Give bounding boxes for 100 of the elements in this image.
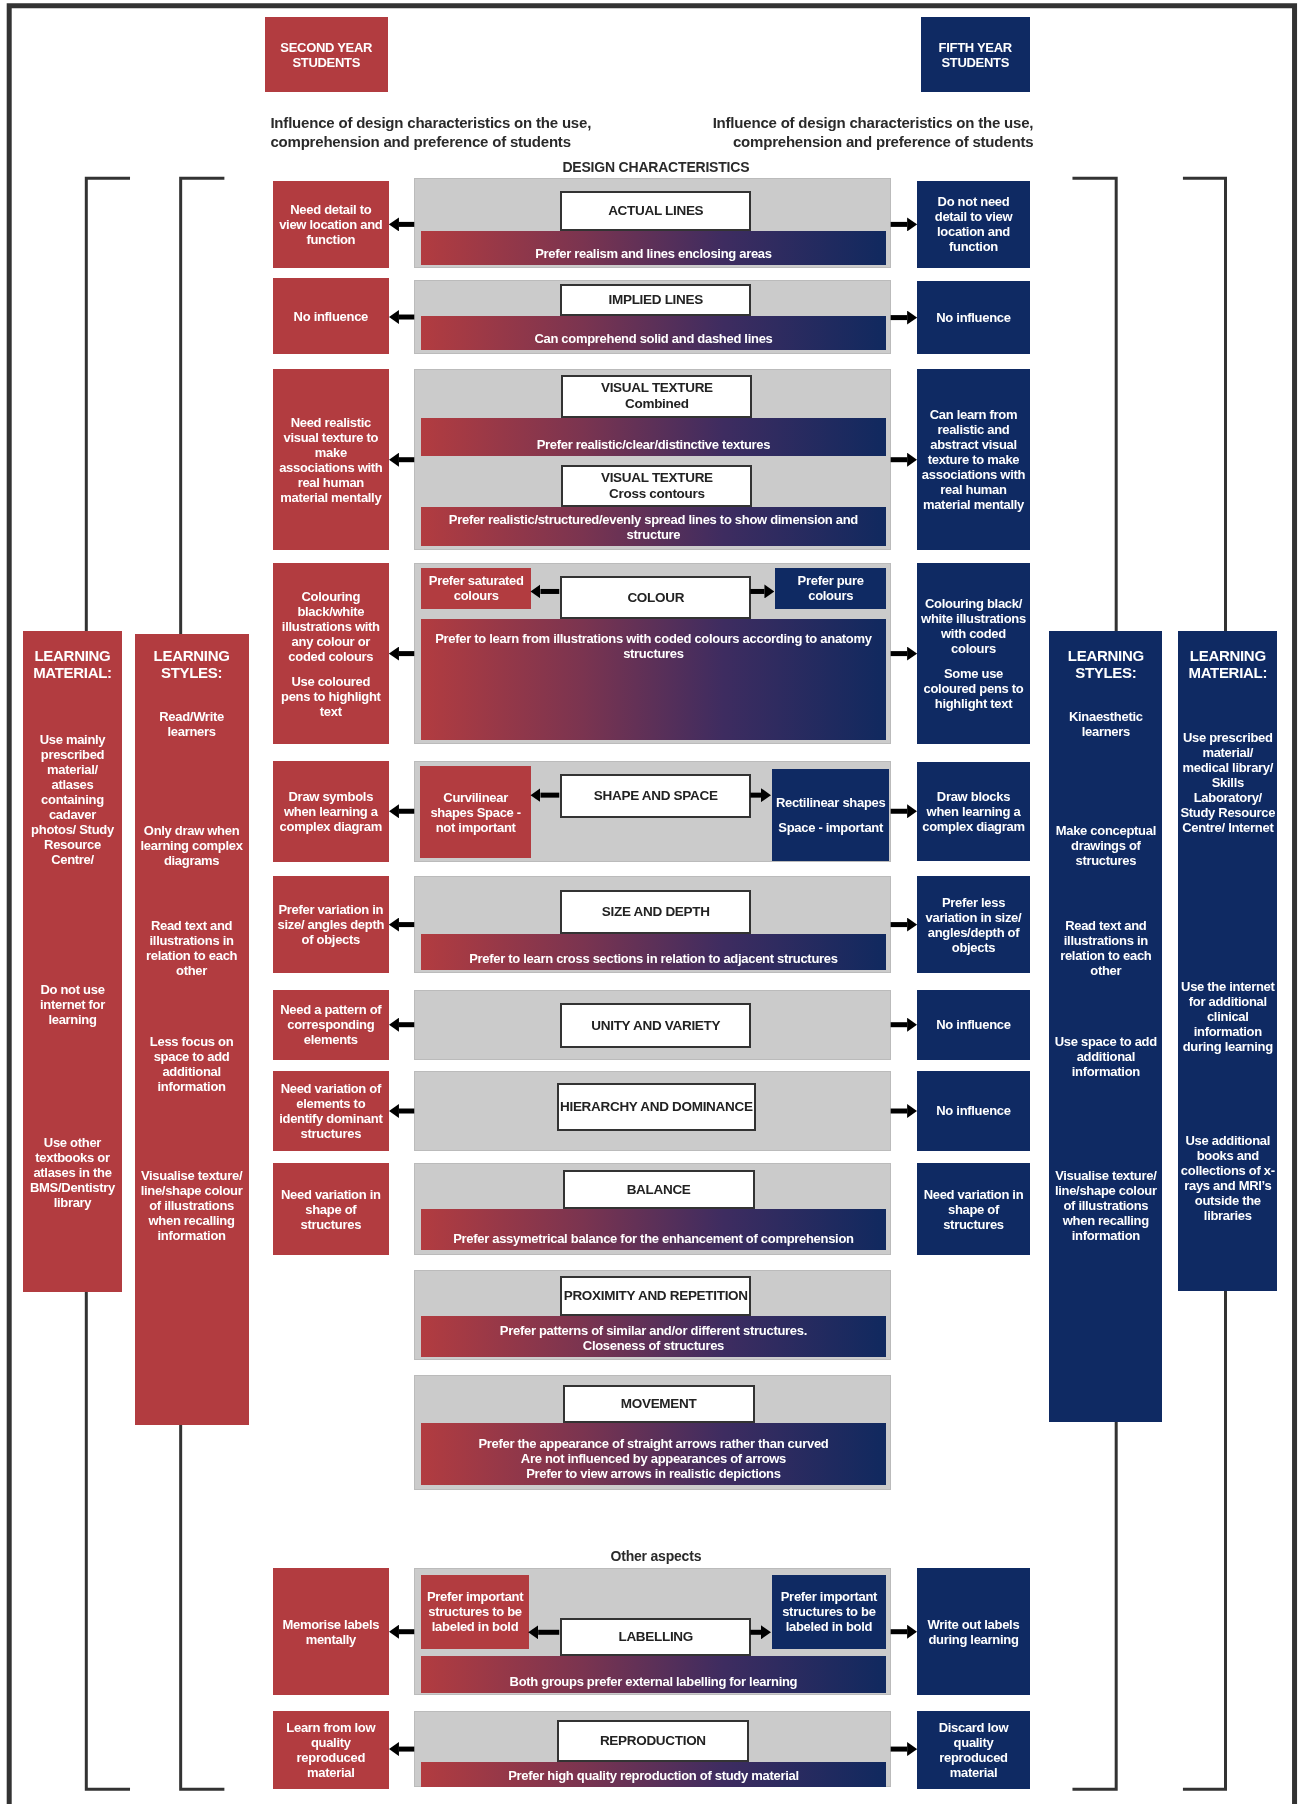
arrow — [890, 1742, 918, 1757]
arrow — [388, 1624, 415, 1639]
box-text: Use coloured pens to highlight text — [280, 673, 382, 719]
characteristic-title — [560, 1275, 752, 1317]
characteristic-title — [560, 1003, 752, 1049]
characteristic-title — [556, 1720, 749, 1762]
influence-box — [917, 180, 1030, 269]
box-text: Combined — [625, 396, 689, 413]
preference-bar — [421, 316, 886, 350]
characteristic-panel — [414, 1711, 891, 1788]
box-heading: LEARNING STYLES: — [152, 646, 231, 681]
box-text: Prefer to view arrows in realistic depictions — [526, 1466, 781, 1482]
characteristic-title — [562, 1170, 755, 1210]
box-heading: BALANCE — [626, 1181, 691, 1198]
box-text: Less focus on space to add additional information — [148, 1034, 235, 1095]
preference-bar — [421, 1655, 886, 1693]
box-heading: HIERARCHY AND DOMINANCE — [560, 1098, 753, 1115]
arrow — [388, 217, 415, 232]
box-heading: SIZE AND DEPTH — [601, 904, 710, 921]
box-text: Use prescribed material/ medical library/ Skills Laboratory/ Study Resource Centre/ Internet — [1180, 729, 1276, 835]
arrow — [890, 1624, 918, 1639]
arrow — [388, 1017, 415, 1032]
preference-bar — [421, 618, 886, 740]
learning-column — [1178, 630, 1278, 1292]
arrow — [530, 584, 560, 599]
arrow — [388, 1104, 415, 1118]
arrow — [530, 788, 560, 803]
influence-box — [917, 280, 1030, 355]
box-text: Closeness of structures — [582, 1337, 725, 1353]
box-heading: COLOUR — [627, 589, 685, 606]
influence-box — [917, 369, 1030, 551]
arrow — [388, 1742, 415, 1757]
arrow — [890, 804, 918, 819]
box-text: Prefer realistic/structured/evenly spread lines to show dimension and structure — [447, 512, 859, 543]
box-heading: MOVEMENT — [620, 1396, 697, 1413]
box-heading: ACTUAL LINES — [608, 203, 704, 219]
influence-box — [917, 1568, 1030, 1695]
box-text: Colouring black/white illustrations with any colour or coded colours — [280, 588, 381, 664]
box-text: Kinaesthetic learners — [1067, 708, 1144, 739]
box-text: Use space to add additional information — [1053, 1034, 1158, 1080]
box-text: Prefer the appearance of straight arrows rather than curved — [478, 1436, 829, 1452]
influence-box — [917, 562, 1030, 745]
box-text: Prefer important structures to be labeled in bold — [425, 1589, 525, 1635]
box-heading: IMPLIED LINES — [608, 292, 703, 309]
box-text: Visualise texture/ line/shape colour of illustrations when recalling information — [1053, 1167, 1158, 1243]
characteristic-panel — [414, 1568, 891, 1695]
influence-box — [771, 768, 890, 861]
box-text: Prefer pure colours — [796, 573, 865, 604]
box-heading: VISUAL TEXTURE — [600, 380, 713, 397]
characteristic-title — [562, 1385, 755, 1424]
box-text: Use additional books and collections of x-rays and MRI’s outside the libraries — [1180, 1133, 1276, 1224]
arrow — [750, 584, 775, 599]
arrow — [388, 452, 415, 467]
box-heading: LEARNING MATERIAL: — [32, 646, 113, 681]
arrow — [388, 310, 415, 324]
influence-box — [272, 1568, 389, 1695]
arrow — [890, 1017, 918, 1032]
influence-box — [272, 180, 389, 269]
influence-box — [917, 761, 1030, 861]
arrow — [750, 788, 771, 803]
influence-box — [264, 17, 388, 93]
box-heading: SHAPE AND SPACE — [593, 788, 718, 805]
characteristic-panel — [414, 1163, 891, 1256]
influence-box — [421, 1575, 530, 1649]
influence-box — [272, 760, 389, 862]
box-text: No influence — [936, 310, 1011, 326]
box-text: Do not need detail to view location and function — [933, 194, 1014, 255]
box-text: Need a pattern of corresponding elements — [279, 1002, 383, 1048]
influence-box — [917, 1071, 1030, 1151]
box-text: Prefer assymetrical balance for the enhancement of comprehension — [453, 1230, 854, 1246]
box-text: Curvilinear shapes Space - not important — [429, 789, 522, 835]
characteristic-title — [560, 1617, 752, 1656]
characteristic-panel — [414, 369, 891, 551]
learning-column — [134, 634, 249, 1425]
characteristic-panel — [414, 760, 891, 862]
influence-box — [917, 875, 1030, 974]
characteristic-title — [560, 190, 752, 232]
box-text: Discard low quality reproduced material — [937, 1720, 1010, 1781]
box-text: Space - important — [778, 819, 883, 835]
box-text: Are not influenced by appearances of arrows — [520, 1451, 787, 1467]
characteristic-panel — [414, 279, 891, 355]
preference-bar — [421, 417, 886, 456]
box-text: Prefer important structures to be labeled in bold — [779, 1589, 879, 1635]
arrow — [890, 646, 918, 661]
box-text: Only draw when learning complex diagrams — [139, 822, 244, 868]
box-heading: PROXIMITY AND REPETITION — [563, 1288, 748, 1305]
characteristic-title — [560, 284, 752, 317]
box-text: Read text and illustrations in relation to each other — [1059, 918, 1153, 979]
preference-bar — [421, 1423, 886, 1486]
box-heading: LABELLING — [618, 1628, 693, 1645]
box-text: Need variation of elements to identify dominant structures — [278, 1081, 384, 1141]
characteristic-title — [556, 1082, 756, 1131]
learning-column — [23, 630, 122, 1293]
box-text: Need variation in shape of structures — [280, 1186, 382, 1232]
arrow — [388, 646, 415, 661]
box-heading: UNITY AND VARIETY — [591, 1017, 721, 1034]
influence-box — [771, 1575, 886, 1649]
box-text: No influence — [936, 1103, 1011, 1119]
box-text: Some use coloured pens to highlight text — [922, 666, 1025, 712]
influence-box — [272, 278, 389, 355]
